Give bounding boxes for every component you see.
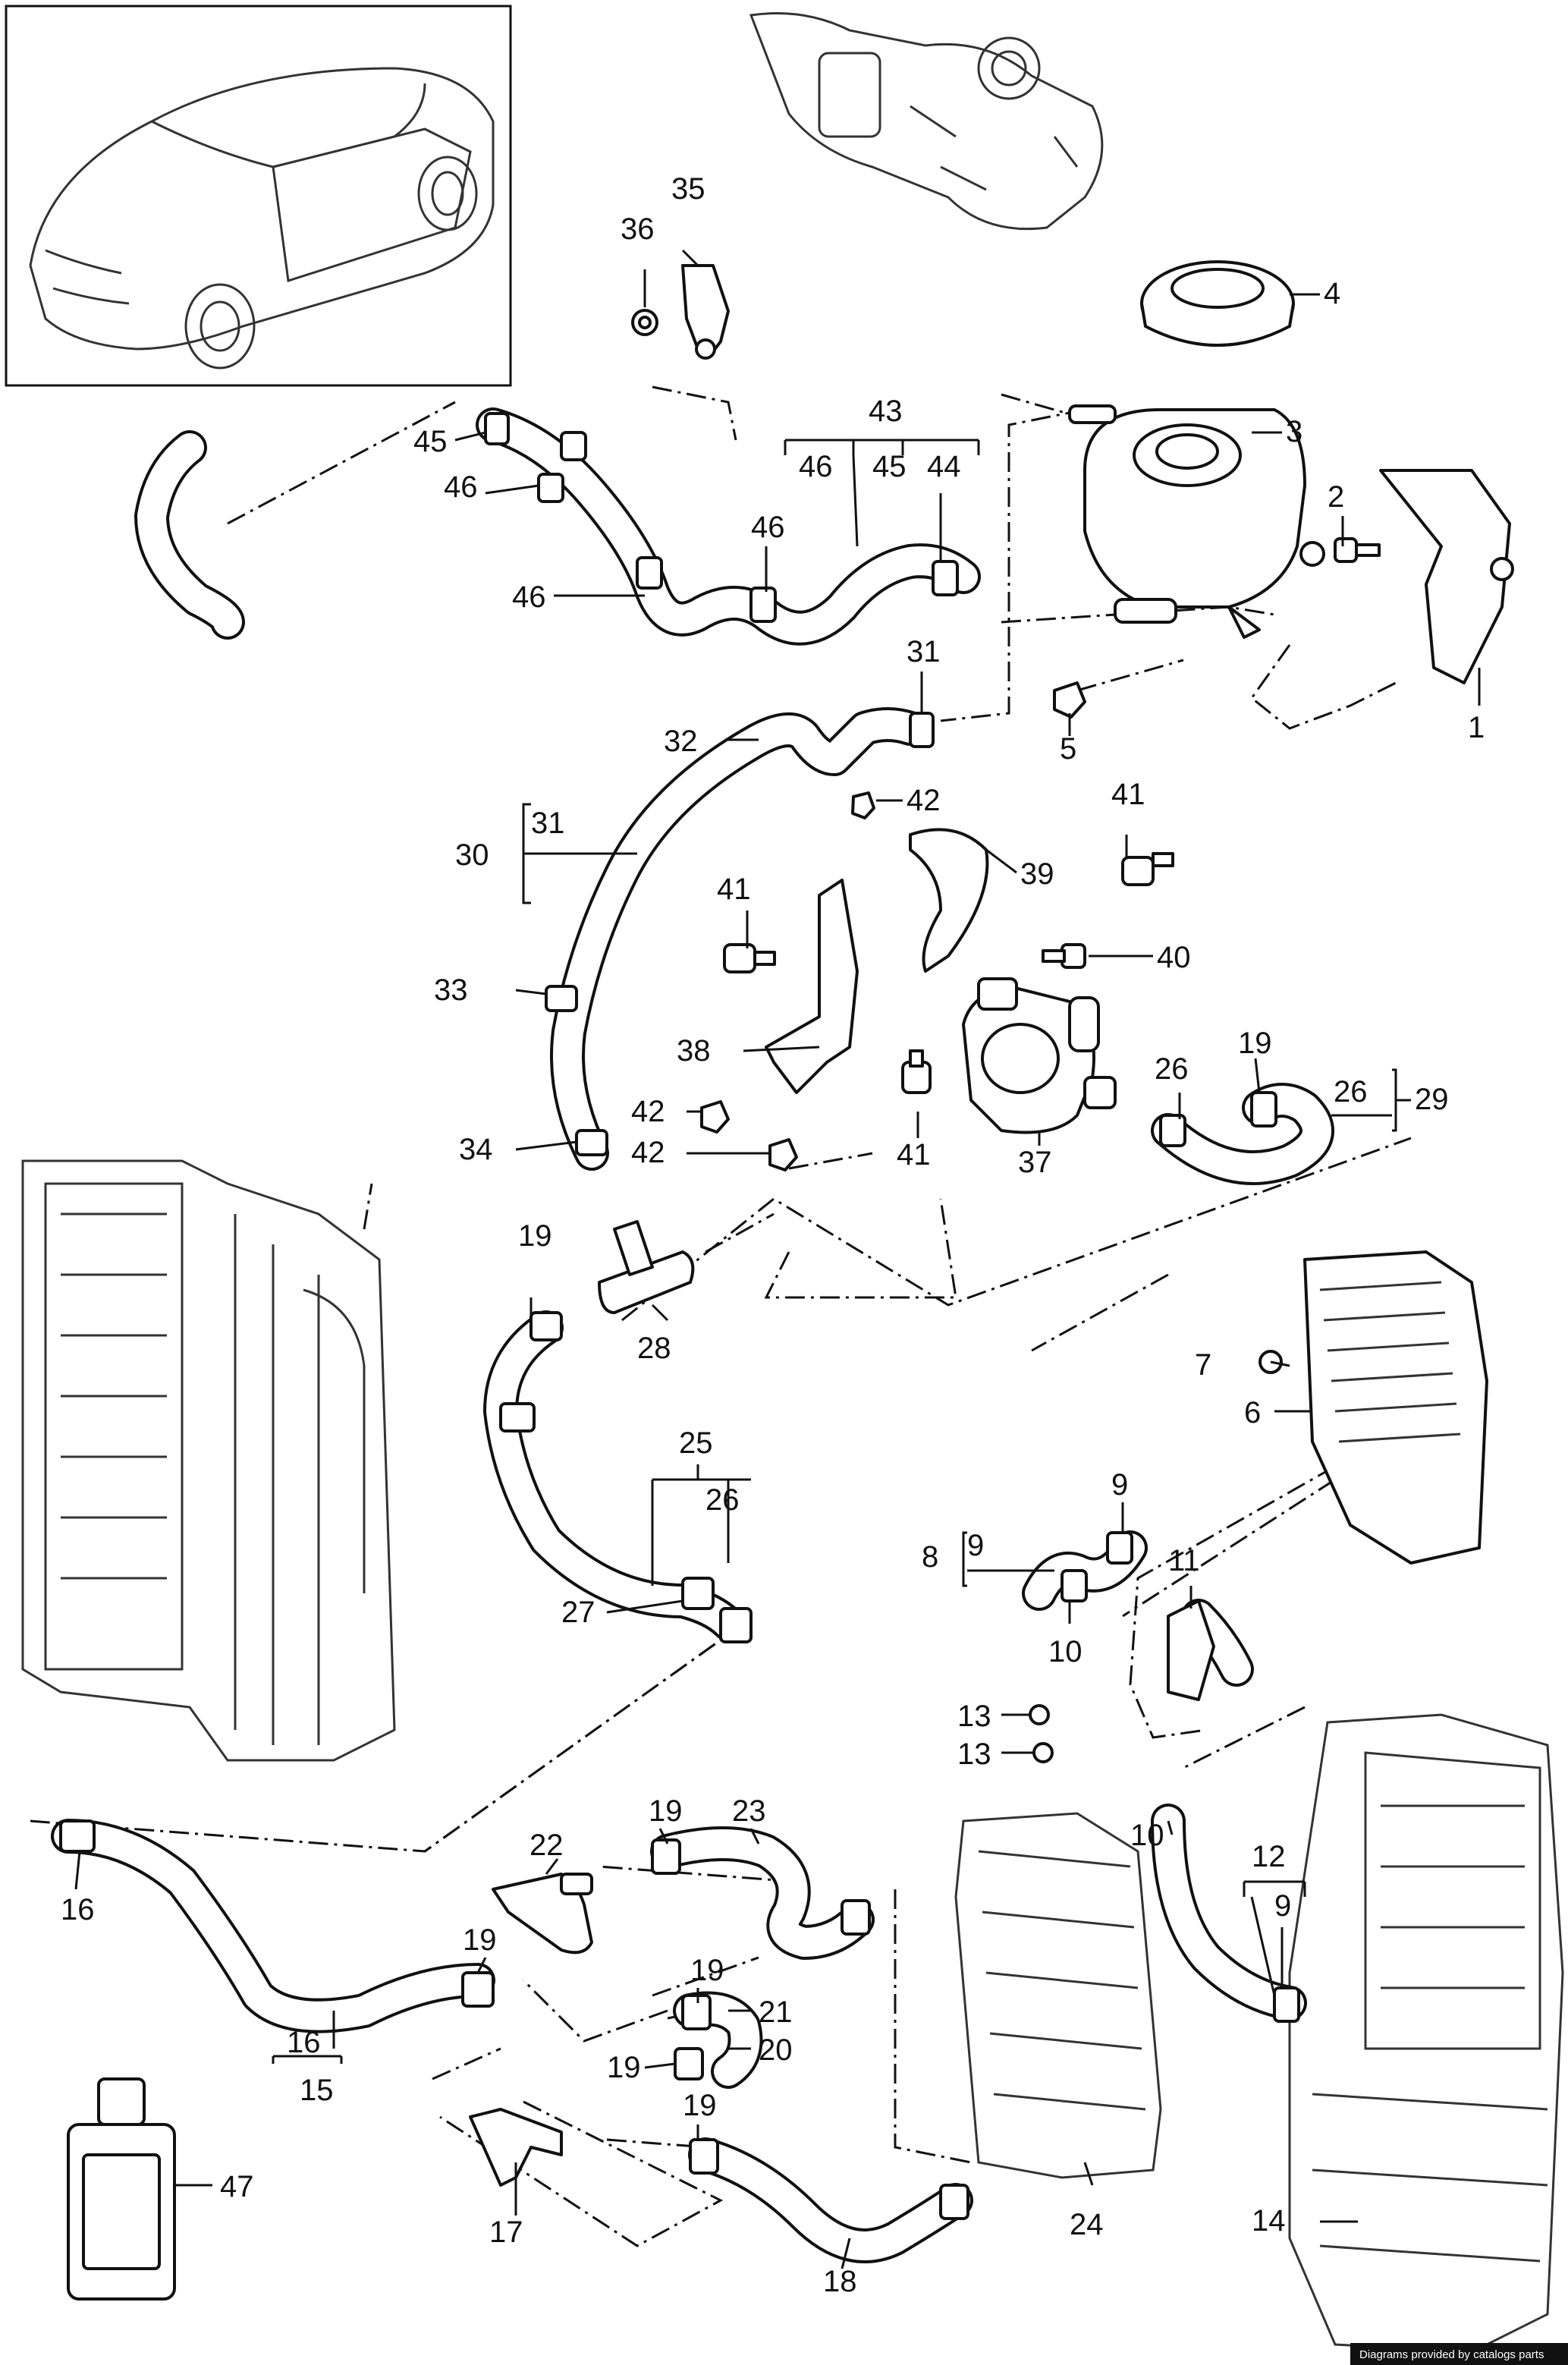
callout-45-a: 45 xyxy=(872,450,907,483)
callout-33: 33 xyxy=(434,973,468,1007)
callout-19-e: 19 xyxy=(690,1954,724,1987)
callout-40: 40 xyxy=(1157,941,1191,974)
callout-17: 17 xyxy=(489,2216,523,2249)
coolant-bottle xyxy=(67,2077,176,2301)
bracket-35 xyxy=(681,264,730,360)
callout-26-b: 26 xyxy=(1334,1075,1368,1109)
callout-44: 44 xyxy=(927,450,961,483)
t-piece-28 xyxy=(598,1220,695,1314)
callout-7: 7 xyxy=(1195,1348,1211,1382)
footer-credit-text: Diagrams provided by catalogs parts xyxy=(1359,2348,1544,2361)
callout-5: 5 xyxy=(1060,732,1076,766)
engine-sketch-top xyxy=(749,12,1104,231)
callout-19-c: 19 xyxy=(649,1794,683,1828)
callout-6: 6 xyxy=(1244,1396,1261,1429)
callout-45-b: 45 xyxy=(413,425,448,458)
callout-19-g: 19 xyxy=(683,2089,717,2122)
callout-42-c: 42 xyxy=(631,1136,665,1169)
callout-13-b: 13 xyxy=(957,1738,991,1771)
callout-15: 15 xyxy=(300,2074,334,2107)
filler-cap xyxy=(1140,260,1295,347)
vehicle-thumbnail xyxy=(5,5,512,387)
radiator-frame-left xyxy=(21,1159,396,1762)
callout-26-a: 26 xyxy=(1155,1052,1189,1086)
callout-31-b: 31 xyxy=(531,807,565,840)
callout-14: 14 xyxy=(1252,2204,1286,2238)
callout-21: 21 xyxy=(759,1995,793,2029)
callout-12: 12 xyxy=(1252,1840,1286,1873)
t-piece-22 xyxy=(492,1873,593,1955)
nut-5 xyxy=(1053,681,1086,719)
callout-32: 32 xyxy=(664,725,698,758)
auxiliary-water-pump xyxy=(962,977,1117,1134)
callout-10-a: 10 xyxy=(1048,1635,1083,1668)
callout-16-a: 16 xyxy=(61,1893,95,1926)
callout-46-a: 46 xyxy=(799,450,833,483)
callout-23: 23 xyxy=(732,1794,766,1828)
callout-25: 25 xyxy=(679,1426,713,1460)
callout-38: 38 xyxy=(677,1034,711,1068)
callout-46-c: 46 xyxy=(751,511,785,544)
callout-26-c: 26 xyxy=(705,1483,740,1517)
expansion-tank xyxy=(1068,404,1325,639)
callout-4: 4 xyxy=(1324,277,1340,310)
leader-lines xyxy=(74,249,1481,2269)
callout-24: 24 xyxy=(1070,2208,1104,2241)
callout-19-a: 19 xyxy=(1238,1027,1272,1060)
auxiliary-radiator xyxy=(1303,1250,1488,1565)
footer-credit: Diagrams provided by catalogs parts xyxy=(1350,2343,1568,2365)
callout-10-b: 10 xyxy=(1130,1819,1164,1852)
pump-bracket xyxy=(765,828,989,1094)
callout-22: 22 xyxy=(529,1829,564,1862)
callout-9-b: 9 xyxy=(967,1529,984,1562)
callout-11: 11 xyxy=(1168,1544,1200,1577)
screw-2 xyxy=(1334,537,1381,563)
callout-29: 29 xyxy=(1415,1083,1449,1116)
callout-47: 47 xyxy=(220,2170,254,2203)
tank-bracket xyxy=(1379,469,1514,684)
callout-37: 37 xyxy=(1018,1146,1052,1179)
callout-9-c: 9 xyxy=(1274,1889,1291,1923)
heat-exchanger-center xyxy=(954,1812,1162,2179)
clamps xyxy=(59,412,1300,2220)
callout-35: 35 xyxy=(671,172,705,206)
callout-46-b: 46 xyxy=(444,470,478,504)
callout-19-d: 19 xyxy=(463,1923,497,1957)
callout-36: 36 xyxy=(621,212,655,246)
callout-18: 18 xyxy=(823,2265,857,2298)
callout-46-d: 46 xyxy=(512,580,546,614)
callout-43: 43 xyxy=(869,395,903,428)
callout-39: 39 xyxy=(1020,857,1054,891)
callouts: 4 3 2 1 5 35 36 43 46 45 44 45 46 46 46 … xyxy=(61,172,1485,2298)
rubber-mounts xyxy=(723,852,1174,1094)
y-piece-17 xyxy=(469,2108,563,2187)
callout-13-a: 13 xyxy=(957,1700,991,1733)
callout-2: 2 xyxy=(1328,480,1344,514)
callout-31-a: 31 xyxy=(907,635,941,668)
bolt-40 xyxy=(1042,943,1086,969)
callout-19-f: 19 xyxy=(607,2051,641,2084)
screw-36 xyxy=(631,309,658,336)
callout-41-a: 41 xyxy=(1111,778,1145,811)
callout-27: 27 xyxy=(561,1596,595,1629)
callout-42-a: 42 xyxy=(907,784,941,817)
callout-1: 1 xyxy=(1468,711,1485,744)
callout-9-a: 9 xyxy=(1111,1468,1128,1502)
callout-30: 30 xyxy=(455,838,489,872)
callout-41-c: 41 xyxy=(897,1138,931,1171)
callout-19-b: 19 xyxy=(518,1219,552,1253)
callout-42-b: 42 xyxy=(631,1095,665,1128)
callout-34: 34 xyxy=(459,1133,493,1166)
radiator-frame-right xyxy=(1288,1713,1564,2354)
connector-11 xyxy=(1167,1599,1215,1701)
callout-3: 3 xyxy=(1286,415,1302,448)
callout-20: 20 xyxy=(759,2033,793,2067)
callout-8: 8 xyxy=(922,1540,938,1574)
callout-16-b: 16 xyxy=(287,2026,321,2059)
nuts-42 xyxy=(700,791,875,1171)
callout-41-b: 41 xyxy=(717,873,751,906)
callout-28: 28 xyxy=(637,1332,671,1365)
